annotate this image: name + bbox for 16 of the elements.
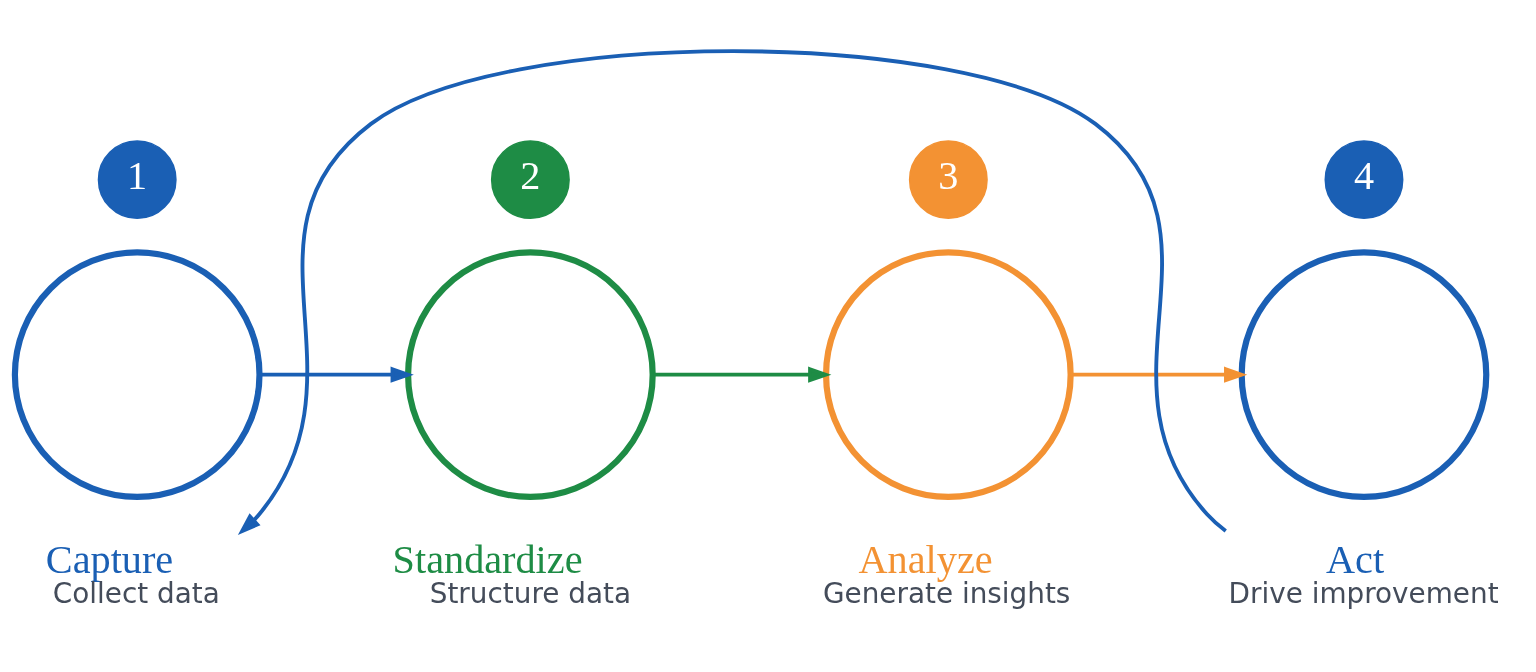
arrow — [259, 366, 414, 383]
arrow — [1070, 366, 1248, 383]
node-text: Analyze Generate insights — [822, 536, 1071, 610]
node-text: Act Drive improvement — [1228, 536, 1499, 610]
node-circle — [1238, 249, 1490, 501]
node-text: Capture Collect data — [45, 536, 220, 610]
node-circle: 1 — [97, 140, 177, 220]
node-text: Standardize Structure data — [392, 536, 631, 610]
node-circle: 4 — [1324, 140, 1404, 220]
arrow — [237, 49, 1227, 535]
arrow — [653, 366, 832, 383]
node-circle — [822, 249, 1074, 501]
node-circle — [405, 249, 656, 501]
node-circle — [11, 249, 263, 501]
node-circle: 3 — [908, 140, 988, 220]
node-circle: 2 — [490, 140, 570, 220]
